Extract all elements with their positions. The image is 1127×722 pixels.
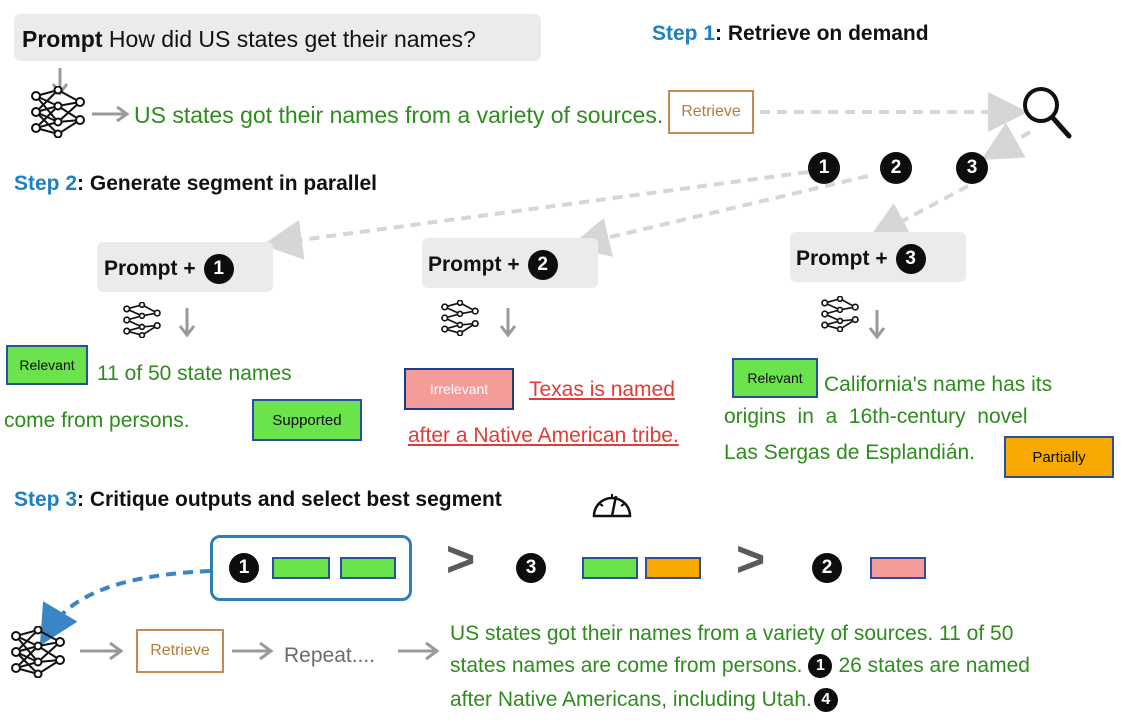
passage-1-badge: 1 (203, 254, 234, 284)
greater-than-sign: > (736, 531, 766, 587)
prompt-plus-1-box (97, 242, 273, 292)
partially-token: Partially (1004, 436, 1114, 478)
segment-3-line1: California's name has its (824, 373, 1053, 396)
step2-heading: Step 2: Generate segment in parallel (14, 172, 377, 196)
prompt-label: Prompt (22, 26, 103, 52)
prompt-plus-3-box (790, 232, 966, 282)
relevant-token: Relevant (6, 345, 88, 385)
prompt-text: Prompt How did US states get their names… (22, 26, 476, 53)
dashed-arrow-passage3-to-prompt3 (867, 184, 969, 240)
segment-1-line2: come from persons. (4, 409, 190, 432)
step3-number: Step 3 (14, 488, 78, 511)
retrieve-token: Retrieve (136, 629, 224, 673)
arrow-down-icon (178, 308, 196, 338)
arrow-down-icon (868, 310, 886, 340)
step3-heading: Step 3: Critique outputs and select best… (14, 488, 502, 512)
citation-1-badge: 1 (808, 654, 833, 678)
arrow-right-icon (398, 641, 440, 661)
final-output-line1: US states got their names from a variety… (450, 622, 1014, 645)
network-icon (441, 300, 479, 336)
segment-3-line3: Las Sergas de Esplandián. (724, 441, 976, 464)
supported-mini-token (340, 557, 396, 579)
relevant-token: Relevant (732, 358, 818, 398)
relevant-mini-token (272, 557, 330, 579)
network-icon (31, 86, 85, 138)
partially-mini-token (645, 557, 701, 579)
initial-output: US states got their names from a variety… (134, 102, 664, 128)
arrow-down-icon (499, 308, 517, 338)
irrelevant-mini-token (870, 557, 926, 579)
step1-heading: Step 1: Retrieve on demand (652, 22, 929, 46)
prompt-plus-1: Prompt + 1 (104, 254, 234, 284)
segment-3-line2: origins in a 16th-century novel (724, 405, 1028, 428)
passage-3-badge: 3 (956, 152, 988, 184)
prompt-plus-label: Prompt + (104, 257, 196, 280)
prompt-plus-2-box (422, 238, 598, 288)
greater-than-sign: > (446, 531, 476, 587)
network-icon (821, 296, 859, 332)
step2-number: Step 2 (14, 172, 78, 195)
arrow-right-icon (92, 105, 130, 123)
passage-1-badge: 1 (808, 152, 840, 184)
dashed-arrow-passage2-to-prompt2 (569, 174, 869, 257)
prompt-plus-label: Prompt + (428, 253, 520, 276)
best-segment-frame (210, 535, 412, 601)
final-output-line2: states names are come from persons. 1 26… (450, 654, 1030, 678)
prompt-question: How did US states get their names? (108, 26, 476, 52)
relevant-mini-token (582, 557, 638, 579)
dashed-arrow-passage1-to-prompt1 (262, 170, 809, 260)
final-output-line2a: states names are come from persons. (450, 654, 803, 677)
rank-2-badge: 3 (516, 553, 546, 583)
step2-title: : Generate segment in parallel (77, 172, 377, 195)
prompt-plus-3: Prompt + 3 (796, 244, 926, 274)
network-icon (11, 626, 65, 678)
final-output-line3: after Native Americans, including Utah. … (450, 688, 838, 712)
network-icon (123, 302, 161, 338)
repeat-label: Repeat.... (284, 644, 376, 667)
supported-token: Supported (252, 399, 362, 441)
step1-title: : Retrieve on demand (715, 22, 929, 45)
passage-2-badge: 2 (880, 152, 912, 184)
segment-2-line2: after a Native American tribe. (408, 424, 679, 447)
segment-1-line1: 11 of 50 state names (97, 362, 292, 385)
arrow-right-icon (80, 641, 124, 661)
irrelevant-token: Irrelevant (404, 368, 514, 410)
final-output-line2b: 26 states are named (838, 654, 1030, 677)
rank-1-badge: 1 (229, 553, 259, 583)
step1-number: Step 1 (652, 22, 716, 45)
prompt-box (14, 14, 541, 61)
gauge-icon (592, 494, 632, 518)
segment-2-line1: Texas is named (529, 378, 675, 401)
retrieve-token: Retrieve (668, 90, 754, 134)
passage-3-badge: 3 (895, 244, 926, 274)
magnifier-icon (1023, 87, 1072, 139)
step3-title: : Critique outputs and select best segme… (77, 488, 502, 511)
citation-4-badge: 4 (813, 688, 838, 712)
prompt-plus-2: Prompt + 2 (428, 250, 558, 280)
dashed-arrow-best-to-model (39, 569, 211, 646)
arrow-right-icon (232, 641, 274, 661)
prompt-plus-label: Prompt + (796, 247, 888, 270)
final-output-line3-text: after Native Americans, including Utah. (450, 688, 812, 711)
rank-3-badge: 2 (812, 553, 842, 583)
passage-2-badge: 2 (527, 250, 558, 280)
dashed-arrow-search-to-passages (981, 122, 1031, 160)
